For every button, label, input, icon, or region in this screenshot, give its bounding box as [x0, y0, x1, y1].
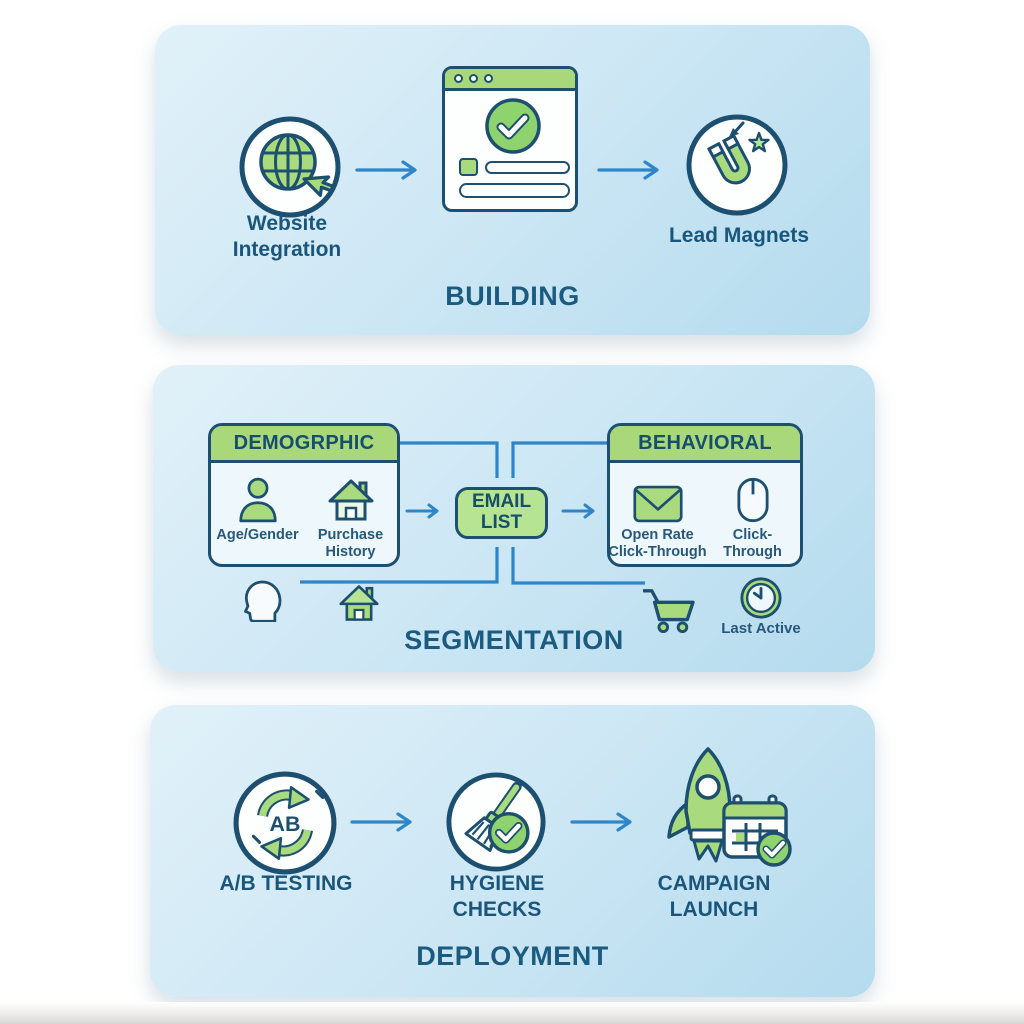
flow-arrow-icon	[570, 812, 632, 832]
check-circle-icon	[485, 98, 541, 154]
flow-arrow-icon	[561, 503, 595, 519]
signup-form-icon	[442, 66, 578, 212]
page-bottom-edge	[0, 1002, 1024, 1024]
click-through-item: Click-Through	[705, 474, 800, 560]
purchase-history-label: Purchase History	[317, 527, 384, 560]
email-list-box: EMAIL LIST	[455, 487, 548, 539]
rocket-calendar-icon	[667, 747, 792, 867]
form-checkbox-icon	[459, 158, 478, 176]
click-through-label: Click-Through	[723, 527, 782, 560]
globe-cursor-icon	[239, 116, 341, 218]
magnet-icon	[686, 114, 788, 216]
form-input-field	[459, 183, 570, 198]
form-window-titlebar	[445, 69, 575, 91]
demographic-box: DEMOGRPHIC Age/Gender	[208, 423, 400, 567]
email-list-label: EMAIL LIST	[471, 491, 532, 533]
demographic-header: DEMOGRPHIC	[211, 426, 397, 463]
ab-badge: AB	[270, 812, 301, 836]
campaign-launch-label: CAMPAIGN LAUNCH	[657, 872, 771, 921]
age-gender-item: Age/Gender	[211, 474, 304, 560]
hygiene-checks-label: HYGIENE CHECKS	[449, 872, 545, 921]
website-integration-label: Website Integration	[232, 212, 342, 261]
flow-arrow-icon	[350, 812, 412, 832]
lead-magnets-label: Lead Magnets	[668, 224, 810, 247]
deployment-panel: AB	[150, 705, 875, 997]
cursor-arrow-icon	[302, 175, 335, 197]
deployment-title: DEPLOYMENT	[416, 941, 609, 971]
house-icon	[339, 585, 379, 621]
building-title: BUILDING	[445, 281, 580, 311]
window-dot-icon	[454, 74, 463, 83]
window-dot-icon	[484, 74, 493, 83]
open-rate-item: Open Rate Click-Through	[610, 474, 707, 560]
building-panel: Website Integration Lead Magnets BUILDIN…	[155, 25, 870, 335]
house-icon	[328, 479, 373, 521]
age-gender-label: Age/Gender	[216, 527, 299, 543]
behavioral-box: BEHAVIORAL Open Rate Click-Through	[607, 423, 803, 567]
flow-arrow-icon	[597, 160, 659, 180]
mouse-icon	[736, 477, 769, 523]
shopping-cart-icon	[643, 589, 695, 633]
last-active-label: Last Active	[721, 620, 801, 637]
connector-lines	[300, 441, 645, 585]
broom-check-icon	[446, 772, 546, 872]
clock-icon	[740, 577, 782, 619]
behavioral-header: BEHAVIORAL	[610, 426, 800, 463]
open-rate-label: Open Rate Click-Through	[608, 527, 707, 560]
window-dot-icon	[469, 74, 478, 83]
purchase-history-item: Purchase History	[304, 474, 397, 560]
ab-testing-icon: AB	[233, 771, 337, 875]
ab-testing-label: A/B TESTING	[219, 872, 353, 895]
flow-arrow-icon	[355, 160, 417, 180]
rocket-flame-icon	[692, 839, 724, 863]
person-icon	[238, 477, 277, 523]
star-icon	[748, 131, 770, 153]
segmentation-panel: DEMOGRPHIC Age/Gender	[153, 365, 875, 672]
segmentation-title: SEGMENTATION	[404, 625, 624, 655]
form-input-field	[485, 161, 570, 174]
head-profile-icon	[244, 580, 282, 622]
flow-arrow-icon	[405, 503, 439, 519]
rocket-window-icon	[695, 774, 721, 800]
envelope-icon	[632, 485, 683, 523]
